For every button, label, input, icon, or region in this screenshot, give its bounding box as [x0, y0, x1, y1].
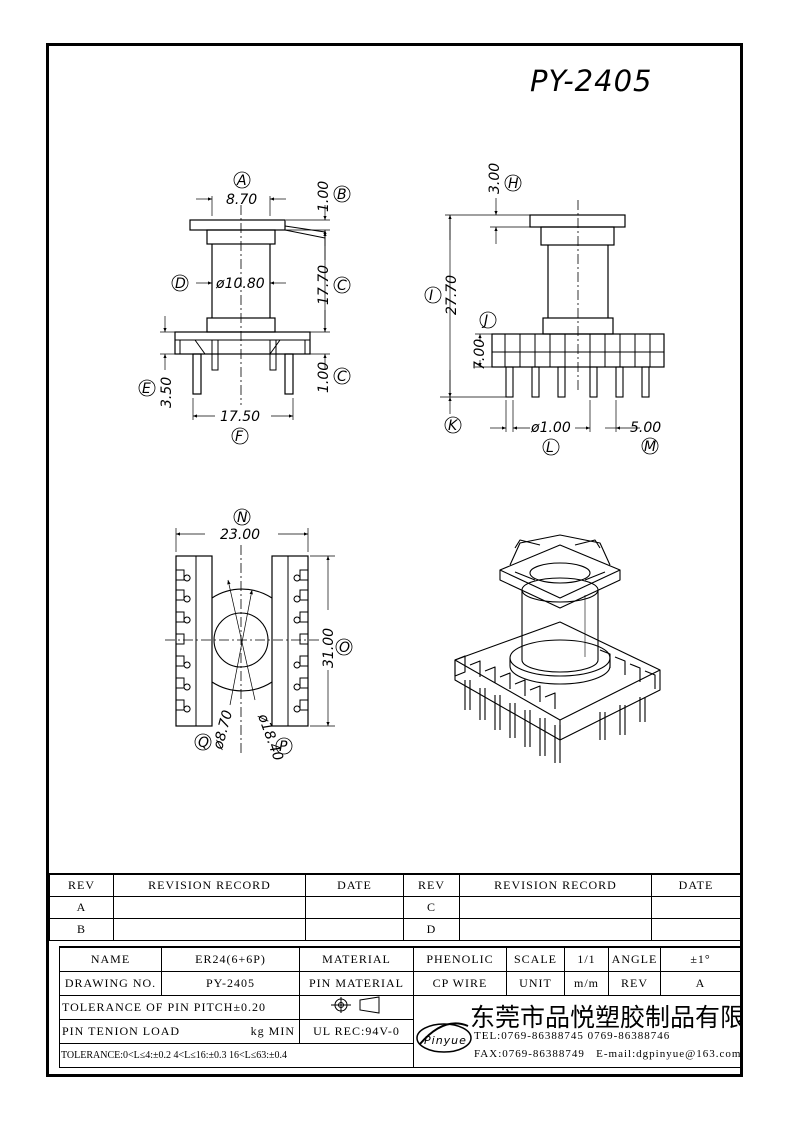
- label-m: M: [644, 439, 656, 455]
- company-block: Pinyue 东莞市品悦塑胶制品有限公司 TEL:0769-86388745 0…: [412, 994, 742, 1068]
- label-b: B: [337, 187, 347, 203]
- dim-j: 7.00: [472, 339, 488, 370]
- label-n: N: [237, 510, 248, 526]
- dim-m: 5.00: [630, 420, 661, 436]
- dim-e: 3.50: [159, 377, 175, 408]
- material-label: MATERIAL: [299, 946, 414, 972]
- record-cell: [113, 895, 306, 919]
- table-row: B D: [49, 917, 741, 941]
- scale-value: 1/1: [564, 946, 609, 972]
- rev-header: REV: [49, 873, 114, 897]
- pin-tension-label: PIN TENION LOAD: [62, 1023, 181, 1038]
- record-cell: [459, 917, 652, 941]
- pin-tension-row: PIN TENION LOAD kg MIN: [59, 1018, 300, 1044]
- dim-c1: 17.70: [316, 265, 332, 305]
- name-value: ER24(6+6P): [161, 946, 300, 972]
- label-h: H: [508, 176, 519, 192]
- label-q: Q: [198, 735, 209, 751]
- date-cell: [651, 895, 741, 919]
- label-i: I: [429, 288, 433, 304]
- revision-record-header: REVISION RECORD: [113, 873, 306, 897]
- pin-material-label: PIN MATERIAL: [299, 970, 414, 996]
- tolerance-pin-pitch: TOLERANCE OF PIN PITCH±0.20: [59, 994, 300, 1020]
- company-fax: FAX:0769-86388749: [474, 1047, 585, 1060]
- revision-table: REV REVISION RECORD DATE REV REVISION RE…: [49, 873, 741, 941]
- label-e: E: [142, 381, 151, 397]
- rev-cell: A: [49, 895, 114, 919]
- logo-text: Pinyue: [424, 1034, 467, 1047]
- front-view: [160, 196, 330, 420]
- rev-cell: C: [403, 895, 460, 919]
- dim-l: ø1.00: [530, 420, 571, 436]
- dim-o: 31.00: [321, 628, 337, 668]
- date-cell: [305, 895, 404, 919]
- bottom-view: [165, 528, 335, 755]
- dim-n: 23.00: [220, 527, 260, 543]
- unit-label: UNIT: [506, 970, 565, 996]
- record-cell: [459, 895, 652, 919]
- rev-header-2: REV: [403, 873, 460, 897]
- drawing-no-label: DRAWING NO.: [59, 970, 162, 996]
- dim-f: 17.50: [220, 409, 260, 425]
- revision-record-header-2: REVISION RECORD: [459, 873, 652, 897]
- label-p: P: [279, 739, 288, 755]
- label-a: A: [236, 173, 247, 189]
- drawing-frame: [46, 43, 743, 1077]
- company-name: 东莞市品悦塑胶制品有限公司: [470, 1002, 741, 1032]
- label-k: K: [448, 418, 459, 434]
- pin-tension-unit: kg MIN: [250, 1023, 295, 1038]
- drawing-no-value: PY-2405: [161, 970, 300, 996]
- side-view: [440, 198, 665, 432]
- angle-value: ±1°: [659, 946, 742, 972]
- date-cell: [651, 917, 741, 941]
- rev-cell: B: [49, 917, 114, 941]
- tolerance-general: TOLERANCE:0<L≤4:±0.2 4<L≤16:±0.3 16<L≤63…: [59, 1042, 414, 1068]
- ul-rec: UL REC:94V-0: [299, 1018, 414, 1044]
- label-o: O: [339, 640, 350, 656]
- table-row: A C: [49, 895, 741, 919]
- material-value: PHENOLIC: [413, 946, 507, 972]
- label-c2: C: [337, 369, 347, 385]
- dim-p: ø18.40: [254, 711, 286, 763]
- label-l: L: [546, 440, 554, 456]
- company-tel: TEL:0769-86388745 0769-86388746: [474, 1029, 671, 1042]
- third-angle-projection-icon: [330, 996, 379, 1014]
- company-email: E-mail:dgpinyue@163.com: [596, 1047, 741, 1060]
- dim-d: ø10.80: [215, 276, 265, 292]
- label-j: J: [481, 313, 488, 329]
- date-header: DATE: [305, 873, 404, 897]
- part-number: PY-2405: [530, 64, 653, 98]
- title-block: NAME ER24(6+6P) MATERIAL PHENOLIC SCALE …: [59, 946, 742, 1068]
- scale-label: SCALE: [506, 946, 565, 972]
- projection-symbol: [299, 994, 414, 1020]
- dim-b: 1.00: [316, 181, 332, 212]
- dim-a: 8.70: [226, 192, 257, 208]
- pin-material-value: CP WIRE: [413, 970, 507, 996]
- name-label: NAME: [59, 946, 162, 972]
- dim-c2: 1.00: [316, 362, 332, 393]
- rev-label: REV: [608, 970, 661, 996]
- date-header-2: DATE: [651, 873, 741, 897]
- label-d: D: [175, 276, 186, 292]
- dim-i: 27.70: [444, 275, 460, 315]
- pinyue-logo-icon: Pinyue: [416, 1021, 472, 1053]
- rev-cell: D: [403, 917, 460, 941]
- unit-value: m/m: [564, 970, 609, 996]
- technical-drawing: A 8.70 B 1.00 C 17.70 C 1.00 D ø10.80 E …: [138, 163, 665, 763]
- isometric-view: [454, 534, 661, 763]
- rev-value: A: [659, 970, 742, 996]
- label-c1: C: [337, 278, 347, 294]
- label-f: F: [235, 429, 244, 445]
- record-cell: [113, 917, 306, 941]
- dim-h: 3.00: [487, 163, 503, 194]
- angle-label: ANGLE: [608, 946, 661, 972]
- dim-q: ø8.70: [210, 708, 236, 752]
- date-cell: [305, 917, 404, 941]
